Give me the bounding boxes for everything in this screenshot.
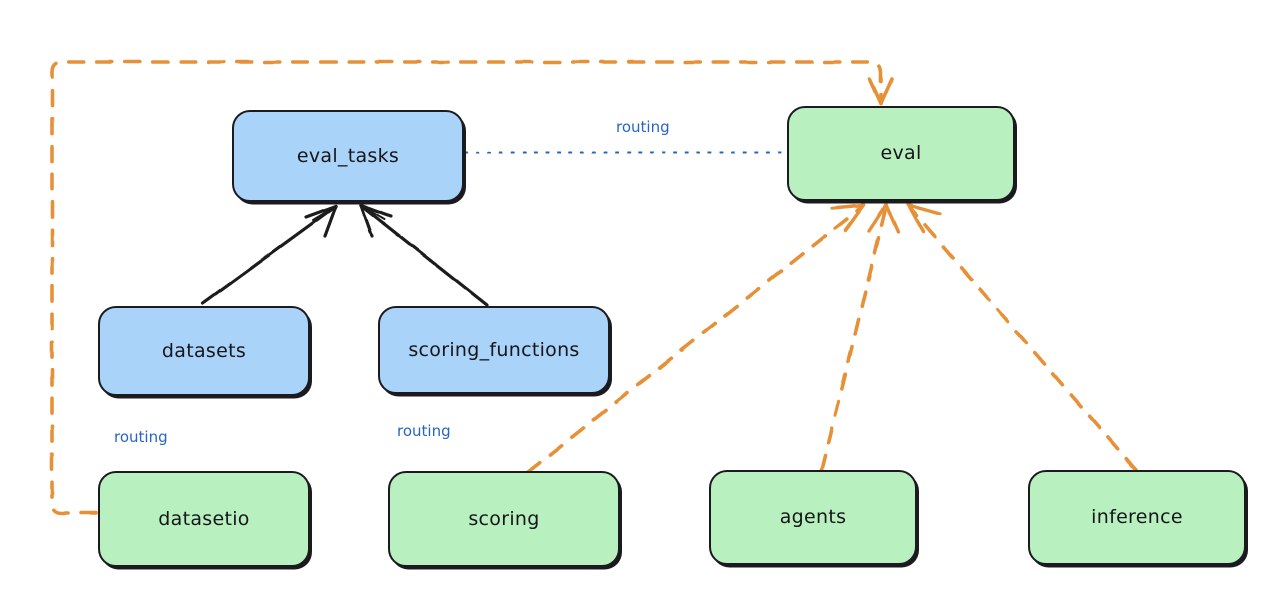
edge-inference-to-eval	[906, 203, 1138, 472]
node-scoring[interactable]: scoring	[388, 471, 620, 567]
edge-label-routing-scoring-functions-scoring: routing	[397, 422, 451, 440]
node-eval-tasks[interactable]: eval_tasks	[232, 110, 464, 202]
node-datasetio[interactable]: datasetio	[98, 471, 310, 567]
edge-eval_tasks-to-eval	[464, 150, 787, 155]
node-label: inference	[1091, 506, 1183, 528]
edge-scoring-to-eval	[526, 203, 866, 474]
edge-label-routing-datasets-datasetio: routing	[114, 428, 168, 446]
node-label: scoring	[468, 507, 540, 530]
node-label: datasets	[161, 339, 247, 362]
edge-label-routing-eval-tasks-eval: routing	[616, 118, 670, 136]
node-label: datasetio	[158, 507, 250, 530]
node-label: eval	[880, 142, 922, 164]
edge-datasets-to-eval_tasks	[201, 204, 338, 305]
node-label: scoring_functions	[408, 338, 580, 361]
node-label: eval_tasks	[296, 144, 400, 167]
node-eval[interactable]: eval	[787, 106, 1015, 201]
node-scoring-functions[interactable]: scoring_functions	[378, 306, 610, 394]
edge-agents-to-eval	[820, 203, 900, 472]
edge-datasetio-to-eval	[50, 60, 894, 515]
edge-scoring_functions-to-eval_tasks	[359, 203, 489, 307]
node-agents[interactable]: agents	[709, 470, 917, 565]
node-datasets[interactable]: datasets	[98, 306, 310, 396]
node-label: agents	[779, 506, 847, 528]
node-inference[interactable]: inference	[1028, 470, 1246, 565]
